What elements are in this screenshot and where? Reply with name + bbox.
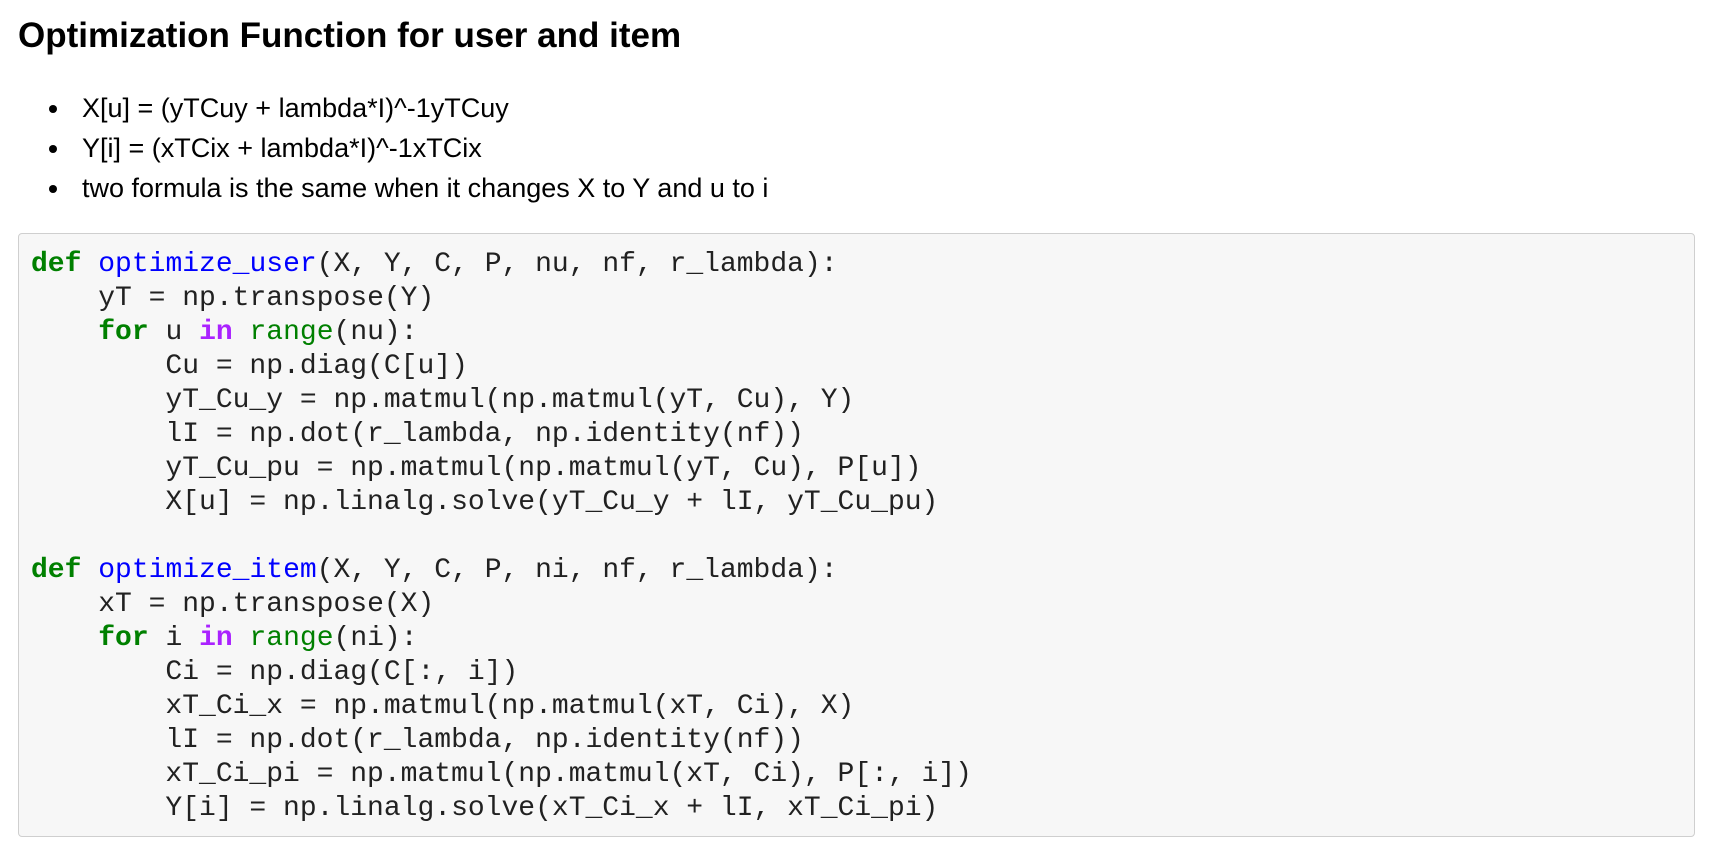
code-line-2: yT = np.transpose(Y) — [98, 283, 435, 314]
code-line-8: X[u] = np.linalg.solve(yT_Cu_y + lI, yT_… — [165, 487, 939, 518]
list-item: X[u] = (yTCuy + lambda*I)^-1yTCuy — [72, 88, 1678, 128]
code-line-4: Cu = np.diag(C[u]) — [165, 351, 468, 382]
section-heading: Optimization Function for user and item — [18, 16, 682, 55]
code-line-6: lI = np.dot(r_lambda, np.identity(nf)) — [165, 419, 804, 450]
markdown-cell: Optimization Function for user and item … — [18, 14, 1678, 208]
code-line-3: for u in range(nu): — [98, 317, 418, 348]
code-editor[interactable]: def optimize_user(X, Y, C, P, nu, nf, r_… — [31, 248, 972, 826]
code-line-1: def optimize_user(X, Y, C, P, nu, nf, r_… — [31, 249, 838, 280]
formula-list: X[u] = (yTCuy + lambda*I)^-1yTCuy Y[i] =… — [18, 88, 1678, 208]
code-line-5: yT_Cu_y = np.matmul(np.matmul(yT, Cu), Y… — [165, 385, 855, 416]
code-line-14: xT_Ci_x = np.matmul(np.matmul(xT, Ci), X… — [165, 691, 855, 722]
code-cell[interactable]: def optimize_user(X, Y, C, P, nu, nf, r_… — [18, 233, 1695, 837]
code-line-15: lI = np.dot(r_lambda, np.identity(nf)) — [165, 725, 804, 756]
code-line-13: Ci = np.diag(C[:, i]) — [165, 657, 519, 688]
cell-prompt: : — [0, 254, 3, 280]
code-line-17: Y[i] = np.linalg.solve(xT_Ci_x + lI, xT_… — [165, 793, 939, 824]
code-line-7: yT_Cu_pu = np.matmul(np.matmul(yT, Cu), … — [165, 453, 922, 484]
list-item: Y[i] = (xTCix + lambda*I)^-1xTCix — [72, 128, 1678, 168]
code-line-10: def optimize_item(X, Y, C, P, ni, nf, r_… — [31, 555, 838, 586]
code-line-11: xT = np.transpose(X) — [98, 589, 435, 620]
code-line-16: xT_Ci_pi = np.matmul(np.matmul(xT, Ci), … — [165, 759, 972, 790]
code-line-12: for i in range(ni): — [98, 623, 418, 654]
list-item: two formula is the same when it changes … — [72, 168, 1678, 208]
